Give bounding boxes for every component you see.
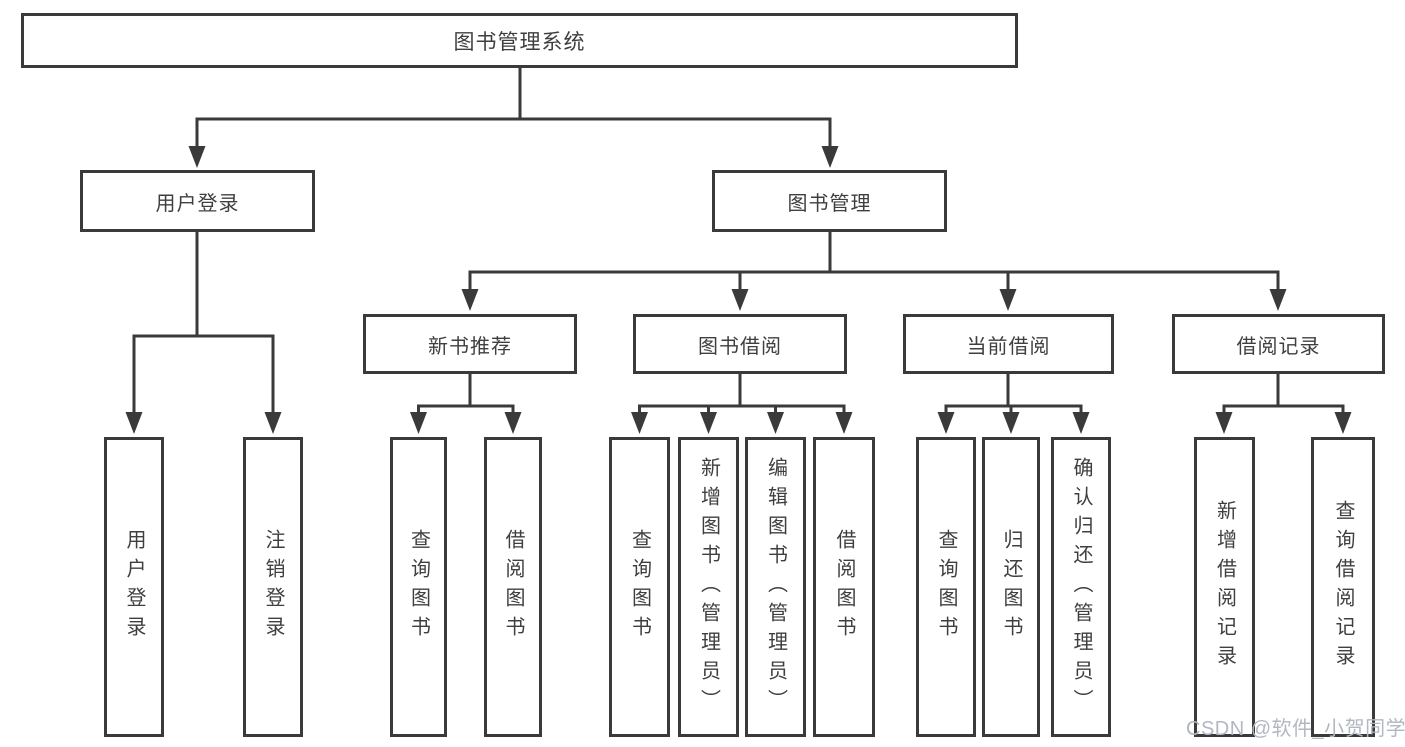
node-borrowing-records: 借阅记录	[1172, 314, 1385, 374]
connectors-current-borrowing	[937, 372, 1090, 434]
watermark-text: CSDN @软件_小贺同学	[1186, 718, 1405, 740]
node-leaf-query-borrowing-record: 查询借阅记录	[1311, 437, 1375, 737]
leaf-label: 用户登录	[123, 529, 145, 645]
leaf-label: 查询借阅记录	[1332, 500, 1354, 674]
node-current-borrowing: 当前借阅	[903, 314, 1114, 374]
node-book-management-label: 图书管理	[787, 192, 872, 215]
leaf-label: 借阅图书	[502, 529, 524, 645]
leaf-label: 归还图书	[1000, 529, 1022, 645]
node-leaf-logout-action: 注销登录	[243, 437, 303, 737]
node-leaf-edit-books-admin: 编辑图书（管理员）	[745, 437, 806, 737]
node-leaf-borrow-books-recommend: 借阅图书	[484, 437, 542, 737]
node-leaf-borrow-books-borrowing: 借阅图书	[813, 437, 875, 737]
leaf-label: 注销登录	[262, 529, 284, 645]
node-leaf-query-books-recommend: 查询图书	[390, 437, 447, 737]
node-user-login: 用户登录	[80, 170, 315, 232]
node-root-system: 图书管理系统	[21, 13, 1018, 68]
node-book-borrowing: 图书借阅	[633, 314, 847, 374]
node-root-label: 图书管理系统	[453, 30, 586, 54]
node-user-login-label: 用户登录	[155, 192, 240, 215]
connectors-user-login	[125, 230, 282, 434]
leaf-label: 借阅图书	[833, 529, 855, 645]
node-new-book-recommend: 新书推荐	[363, 314, 577, 374]
leaf-label: 新增借阅记录	[1213, 500, 1236, 674]
leaf-label: 查询图书	[407, 529, 430, 645]
connectors-root	[188, 66, 839, 168]
node-new-book-recommend-label: 新书推荐	[428, 335, 512, 358]
node-current-borrowing-label: 当前借阅	[966, 335, 1051, 358]
node-leaf-confirm-return-admin: 确认归还（管理员）	[1051, 437, 1111, 737]
connectors-borrowing-records	[1215, 372, 1352, 434]
connectors-book-management	[461, 230, 1287, 311]
leaf-label: 查询图书	[935, 529, 957, 645]
node-borrowing-records-label: 借阅记录	[1236, 335, 1321, 358]
node-leaf-return-books: 归还图书	[982, 437, 1040, 737]
connectors-new-book-recommend	[410, 372, 522, 434]
node-leaf-add-borrowing-record: 新增借阅记录	[1194, 437, 1255, 737]
leaf-label: 确认归还（管理员）	[1070, 456, 1092, 718]
leaf-label: 编辑图书（管理员）	[764, 456, 787, 718]
leaf-label: 查询图书	[628, 529, 651, 645]
node-leaf-user-login-action: 用户登录	[104, 437, 164, 737]
node-book-management: 图书管理	[712, 170, 947, 232]
node-leaf-query-books-current: 查询图书	[916, 437, 976, 737]
node-book-borrowing-label: 图书借阅	[698, 335, 782, 358]
node-leaf-add-books-admin: 新增图书（管理员）	[678, 437, 739, 737]
connectors-book-borrowing	[631, 372, 853, 434]
leaf-label: 新增图书（管理员）	[697, 456, 720, 718]
node-leaf-query-books-borrowing: 查询图书	[609, 437, 670, 737]
